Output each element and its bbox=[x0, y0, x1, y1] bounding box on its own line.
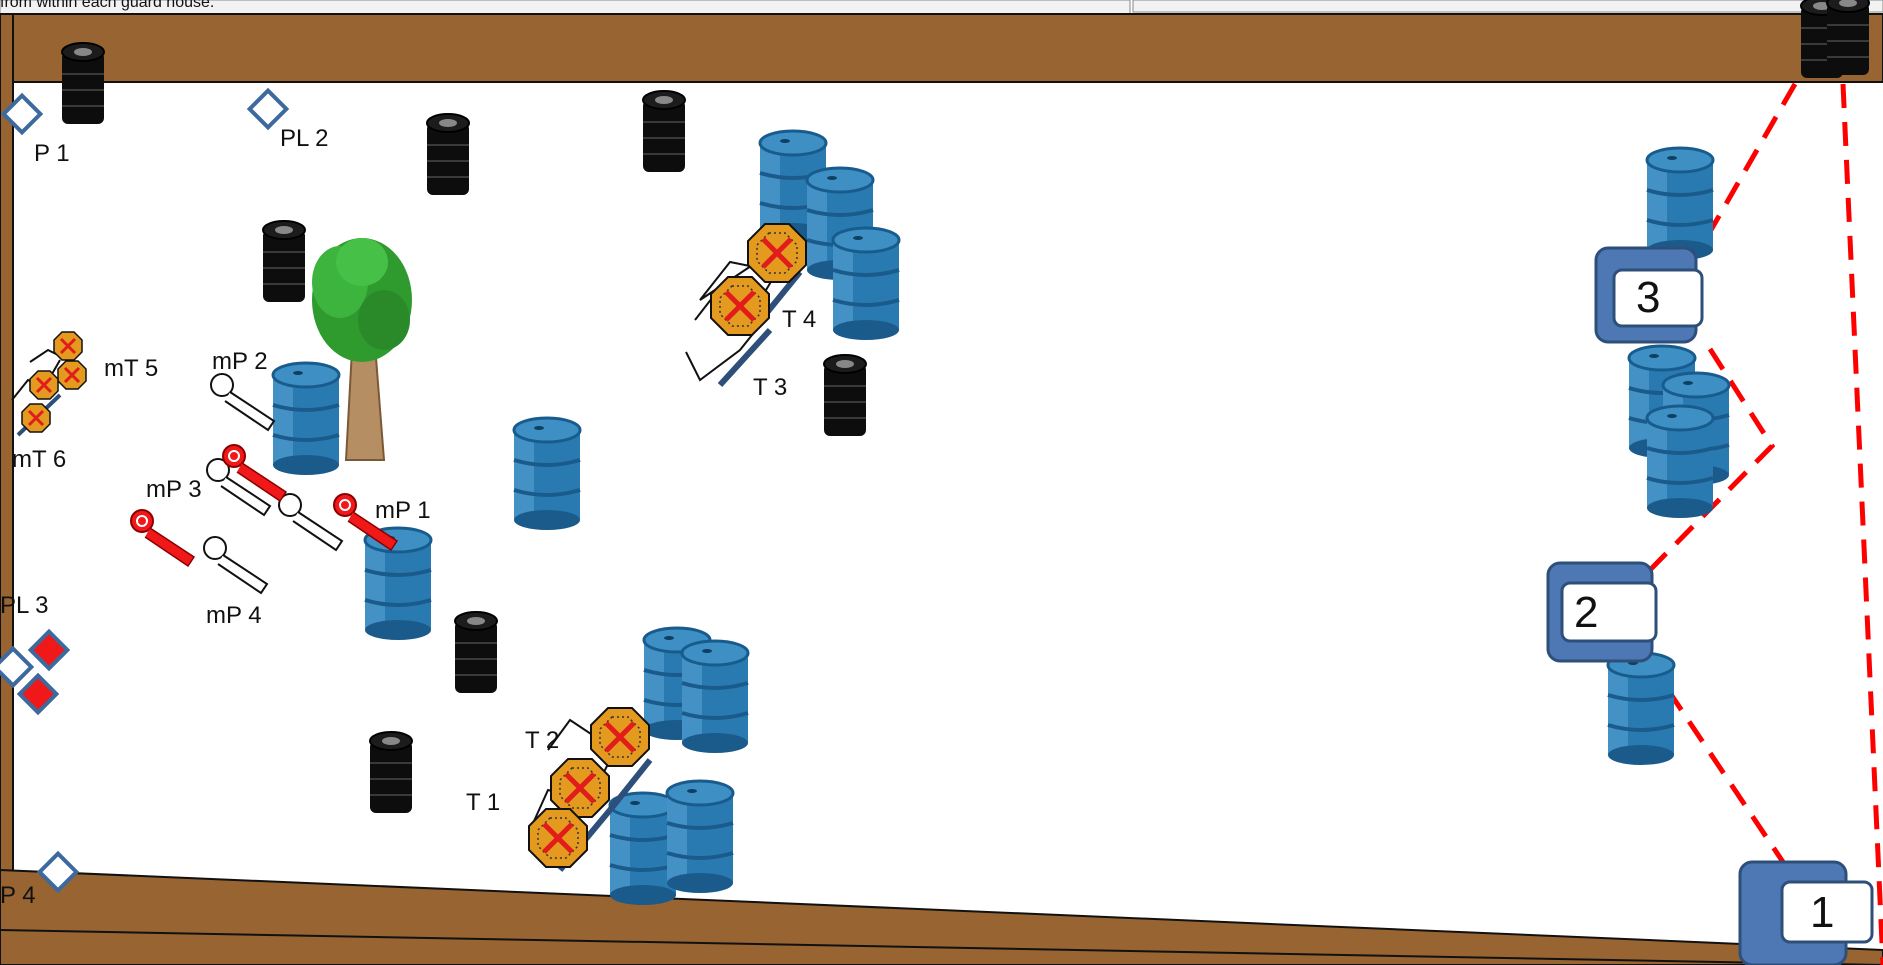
label-t1: T 1 bbox=[466, 789, 500, 816]
label-p4: P 4 bbox=[0, 882, 36, 909]
barrel-blue-icon bbox=[365, 528, 431, 640]
barrel-blue-icon bbox=[833, 228, 899, 340]
barrel-blue-icon bbox=[610, 793, 676, 905]
position-diamond-icon bbox=[31, 632, 68, 669]
label-pl2: PL 2 bbox=[280, 125, 328, 152]
paddle-marker-icon bbox=[279, 494, 342, 550]
target-icon bbox=[22, 404, 50, 432]
barrel-blue-icon bbox=[514, 418, 580, 530]
barrel-black-icon bbox=[263, 221, 305, 302]
label-mt6: mT 6 bbox=[12, 446, 66, 473]
barrel-black-icon bbox=[62, 43, 104, 124]
sight-line-1 bbox=[1668, 690, 1783, 862]
top-wall bbox=[0, 14, 1883, 82]
left-wall bbox=[0, 14, 13, 964]
label-t3: T 3 bbox=[753, 374, 787, 401]
barrel-black-icon bbox=[427, 114, 469, 195]
label-mp3: mP 3 bbox=[146, 476, 202, 503]
target-icon bbox=[711, 277, 769, 335]
target-icon bbox=[54, 332, 82, 360]
barrel-black-icon bbox=[370, 732, 412, 813]
paddle-marker-icon bbox=[131, 510, 194, 566]
header-bar: from within each guard house. bbox=[0, 0, 1883, 14]
label-pl3: PL 3 bbox=[0, 592, 48, 619]
barrel-blue-icon bbox=[1647, 148, 1713, 260]
guard-house-3-label: 3 bbox=[1636, 273, 1660, 322]
bottom-wall bbox=[0, 870, 1883, 965]
target-icon bbox=[58, 361, 86, 389]
target-group-t3-t4 bbox=[686, 224, 806, 385]
barrel-blue-icon bbox=[682, 641, 748, 753]
target-icon bbox=[30, 371, 58, 399]
guard-house-2: 2 bbox=[1548, 563, 1656, 661]
barrel-blue-icon bbox=[667, 781, 733, 893]
label-p1: P 1 bbox=[34, 140, 70, 167]
target-icon bbox=[529, 809, 587, 867]
barrel-black-icon bbox=[824, 355, 866, 436]
sight-line-outer bbox=[1843, 84, 1883, 965]
label-mt5: mT 5 bbox=[104, 355, 158, 382]
label-mp4: mP 4 bbox=[206, 602, 262, 629]
label-t2: T 2 bbox=[525, 727, 559, 754]
guard-house-3: 3 bbox=[1596, 248, 1702, 342]
label-mp2: mP 2 bbox=[212, 348, 268, 375]
label-t4: T 4 bbox=[782, 306, 816, 333]
barrel-blue-icon bbox=[1647, 406, 1713, 518]
target-icon bbox=[748, 224, 806, 282]
barrel-blue-icon bbox=[1608, 653, 1674, 765]
barrel-black-icon bbox=[455, 612, 497, 693]
position-diamond-icon bbox=[20, 676, 57, 713]
header-note: from within each guard house. bbox=[0, 0, 214, 11]
target-icon bbox=[591, 708, 649, 766]
paddle-marker-icon bbox=[204, 537, 267, 593]
barrel-black-icon bbox=[643, 91, 685, 172]
barrel-black-icon bbox=[1827, 0, 1869, 75]
position-diamond-icon bbox=[0, 649, 31, 686]
target-group-mt5-mt6 bbox=[12, 332, 86, 435]
barrel-blue-icon bbox=[273, 363, 339, 475]
paddle-marker-icon bbox=[211, 374, 274, 430]
guard-house-1-label: 1 bbox=[1810, 888, 1834, 937]
guard-house-2-label: 2 bbox=[1574, 588, 1598, 637]
label-mp1: mP 1 bbox=[375, 497, 431, 524]
position-diamond-icon bbox=[250, 91, 287, 128]
